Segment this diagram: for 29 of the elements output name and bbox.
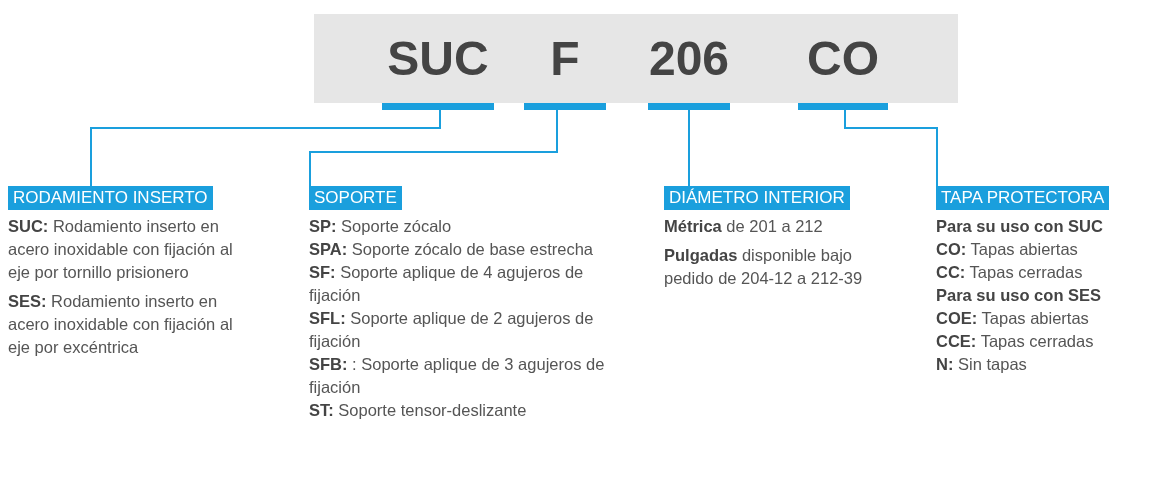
option-description: Para su uso con SES: [936, 285, 1103, 306]
leader-line: [90, 109, 441, 187]
option-description: SFL: Soporte aplique de 2 agujeros de fijación: [309, 308, 595, 352]
code-segment: 206: [648, 14, 730, 110]
option-description: Métrica de 201 a 212: [664, 216, 824, 237]
option-description: COE: Tapas abiertas: [936, 308, 1090, 329]
option-description: Pulgadas disponible bajo pedido de 204-12 a 212-39: [664, 245, 864, 289]
option-description: SPA: Soporte zócalo de base estrecha: [309, 239, 595, 260]
option-description: SFB: : Soporte aplique de 3 agujeros de fijación: [309, 354, 606, 398]
option-description: CCE: Tapas cerradas: [936, 331, 1095, 352]
option-description: CO: Tapas abiertas: [936, 239, 1079, 260]
option-description: SUC: Rodamiento inserto en acero inoxidable con fijación al eje por tornillo prisionero: [8, 216, 234, 283]
category-heading: RODAMIENTO INSERTO: [8, 186, 213, 210]
option-description: ST: Soporte tensor-deslizante: [309, 400, 528, 421]
category-heading: DIÁMETRO INTERIOR: [664, 186, 850, 210]
category-heading: SOPORTE: [309, 186, 402, 210]
leader-line: [844, 109, 938, 187]
option-description: Para su uso con SUC: [936, 216, 1104, 237]
code-segment: F: [524, 14, 606, 110]
leader-line: [688, 109, 690, 187]
option-description: SES: Rodamiento inserto en acero inoxidable con fijación al eje por excéntrica: [8, 291, 234, 358]
option-description: CC: Tapas cerradas: [936, 262, 1084, 283]
option-description: N: Sin tapas: [936, 354, 1028, 375]
category-heading: TAPA PROTECTORA: [936, 186, 1110, 210]
code-segment: SUC: [382, 14, 494, 110]
option-description: SF: Soporte aplique de 4 agujeros de fijación: [309, 262, 585, 306]
code-segment: CO: [798, 14, 888, 110]
leader-line: [309, 109, 558, 187]
option-description: SP: Soporte zócalo: [309, 216, 453, 237]
